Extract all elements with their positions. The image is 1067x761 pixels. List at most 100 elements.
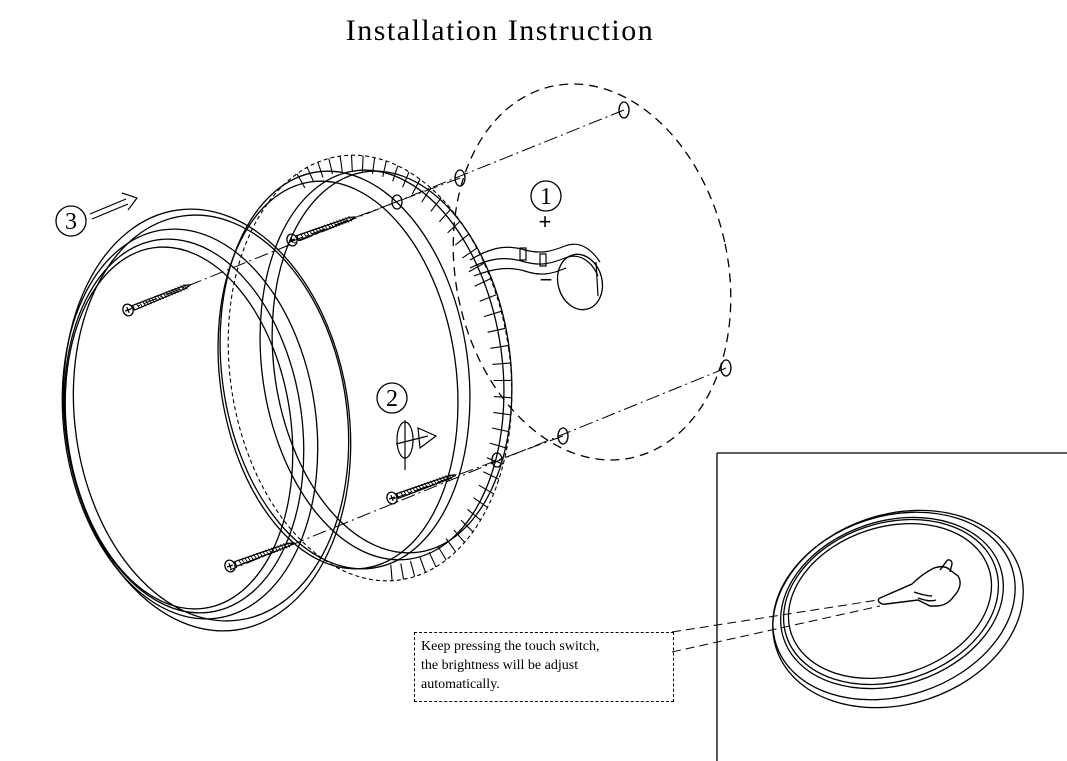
heat-sink-fin [487,327,506,333]
screw-slot [228,562,232,570]
screw-thread [448,473,453,480]
heat-sink-fin [483,471,500,480]
heat-sink-fin [467,508,481,521]
screw-thread [421,483,426,490]
screw-thread [342,218,347,224]
heat-sink-fin [438,208,452,223]
heat-sink-fin [473,497,488,508]
screw-thread [256,552,261,559]
boss-top [391,194,403,210]
screw-thread [333,221,338,228]
heat-sink-fins [227,154,513,582]
screw-thread [268,548,273,555]
heat-sink-fin [492,362,511,365]
screw-thread [183,284,188,290]
screw-thread [442,476,447,482]
step-2-marker: 2 [376,382,438,470]
positive-label: + [539,209,552,234]
heat-sink-fin [479,294,497,302]
screw-thread [241,558,246,565]
screw-head [224,559,236,573]
screw-thread [280,544,285,550]
screw-thread [433,479,438,486]
heat-sink-fin [445,538,457,553]
heat-sink-fin [350,155,353,172]
negative-label: − [540,267,553,292]
heat-sink-fin [328,158,334,175]
screw-thread [138,302,144,308]
heat-sink-fin [489,442,507,449]
screw-slot [290,236,294,244]
heat-sink-fin [430,197,442,212]
heat-sink-fin [468,262,485,273]
boss-bottom [491,452,503,468]
heat-sink-fin [382,160,387,178]
screw-thread [286,541,291,548]
touch-switch-note: Keep pressing the touch switch, the brig… [414,632,674,702]
screw [122,284,193,317]
diagram-title: Installation Instruction [345,14,655,47]
heat-sink-fin [490,345,509,349]
heat-sink-fin [447,220,461,234]
heat-sink-fin [402,171,410,188]
heat-sink-fin [361,155,364,172]
callout-leaders [671,599,881,653]
heat-sink-fin [306,167,315,183]
heat-sink-fin [486,457,504,465]
screw-thread [409,488,414,494]
screw-thread [171,288,176,295]
screw-thread [159,293,164,300]
screw-thread [153,296,159,302]
step-3-marker: 3 [55,192,138,237]
heat-sink-fin [409,560,416,577]
screw-thread [415,486,420,492]
screw-slot [390,494,394,502]
screw-thread [303,232,308,239]
screw-thread [330,222,335,229]
screw-thread [271,547,276,554]
heat-sink-fin [400,563,405,580]
screw-shank [233,542,296,568]
screw-head [122,303,134,317]
screw-thread [315,228,320,234]
surface-hole-top-left [454,169,466,187]
heat-sink-fin [317,162,324,178]
screw-thread [321,225,326,232]
screw-thread [238,559,243,566]
step-3-label: 3 [65,209,77,235]
heat-sink-fin [411,179,421,195]
screw-head [386,491,398,505]
heat-sink-fin [493,411,512,416]
heat-sink-fin [453,529,466,543]
mounting-screws [122,215,458,573]
surface-hole-top-right [618,101,630,119]
screw-thread [177,286,182,292]
screw-thread [253,554,258,560]
rotate-arrow-icon [395,420,438,470]
screw-thread [150,297,156,303]
screw-shank [295,216,358,242]
lead-wires [469,243,601,297]
screw-thread [324,224,329,231]
heat-sink-fin [392,165,399,182]
heat-sink-fin [296,173,306,189]
screw-thread [309,230,314,236]
lamp-body [217,154,513,582]
heat-sink-fin [493,396,512,399]
screw-thread [418,484,423,491]
screw-thread [318,226,323,233]
screw-thread [339,219,344,225]
finished-lamp [772,509,1024,709]
screw-shank [395,474,458,500]
screw-thread [180,285,185,291]
screw [386,473,458,505]
heat-sink-fin [454,233,470,246]
heat-sink-fin [474,278,491,287]
screw-thread [147,298,153,304]
surface-hole-bottom-right [720,359,732,377]
screw-thread [403,490,408,497]
screw-thread [141,300,147,307]
screw-slot [126,306,130,314]
screw-thread [345,217,350,223]
heat-sink-fin [339,156,343,172]
